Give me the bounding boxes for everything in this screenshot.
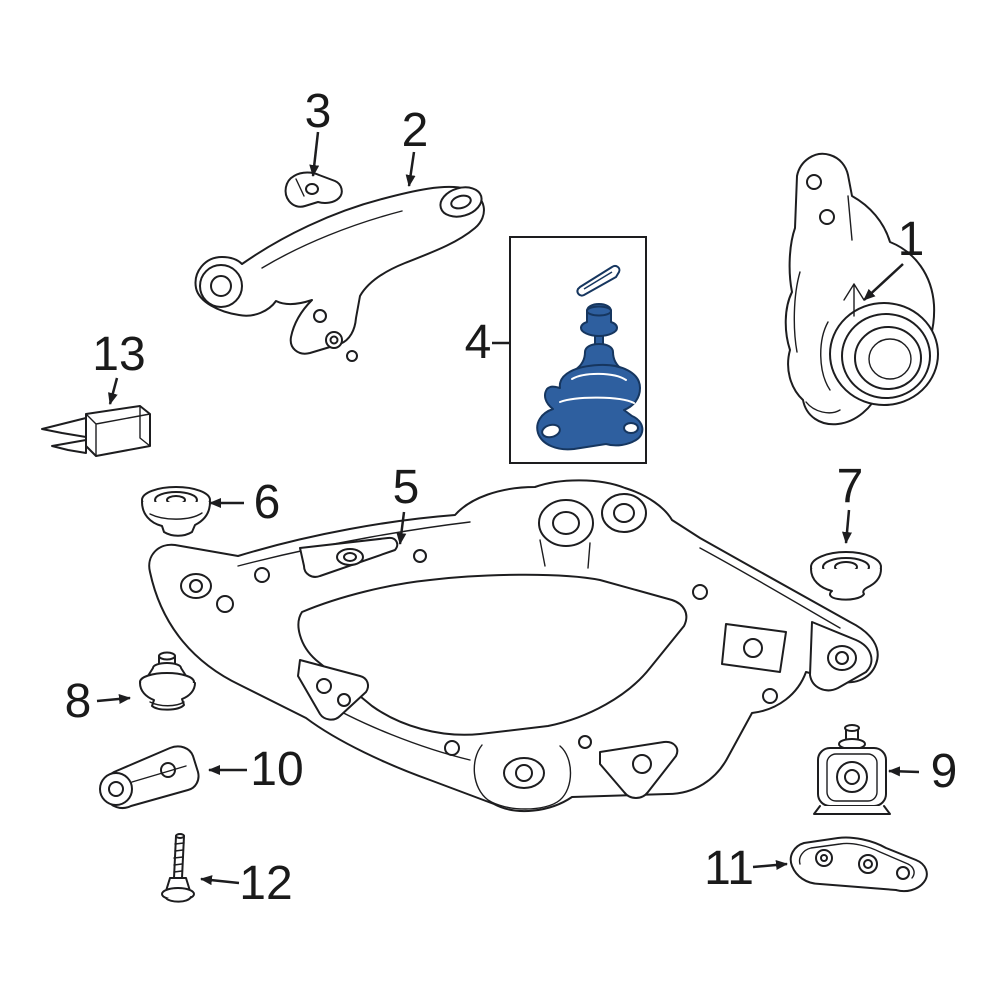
crossmember-grommet-drawing xyxy=(810,551,882,601)
callout-7[interactable]: 7 xyxy=(836,460,864,513)
lower-control-arm-drawing xyxy=(194,185,485,362)
callout-11[interactable]: 11 xyxy=(704,842,754,895)
callout-12[interactable]: 12 xyxy=(239,857,293,910)
rear-mount-bracket-drawing xyxy=(789,836,928,893)
ball-joint-drawing xyxy=(536,264,644,451)
crossmember-bushing-drawing xyxy=(813,724,891,815)
callout-5[interactable]: 5 xyxy=(392,461,420,514)
callout-arrows xyxy=(96,131,920,886)
callout-4[interactable]: 4 xyxy=(464,316,492,369)
callout-10[interactable]: 10 xyxy=(250,743,304,796)
mount-bolt-drawing xyxy=(161,833,195,903)
callout-6[interactable]: 6 xyxy=(253,476,281,529)
callout-2[interactable]: 2 xyxy=(401,104,429,157)
callout-1[interactable]: 1 xyxy=(897,213,925,266)
callout-8[interactable]: 8 xyxy=(64,675,92,728)
callout-9[interactable]: 9 xyxy=(930,745,958,798)
suspension-crossmember-drawing xyxy=(148,479,879,813)
callout-13[interactable]: 13 xyxy=(92,328,146,381)
callout-3[interactable]: 3 xyxy=(304,85,332,138)
bracket-stay-drawing xyxy=(41,405,151,457)
control-arm-clip-drawing xyxy=(284,171,343,208)
steering-knuckle-drawing xyxy=(784,152,939,426)
crossmember-insulator-drawing xyxy=(141,486,211,537)
front-mount-bracket-drawing xyxy=(99,745,200,809)
crossmember-mount-drawing xyxy=(139,651,196,711)
